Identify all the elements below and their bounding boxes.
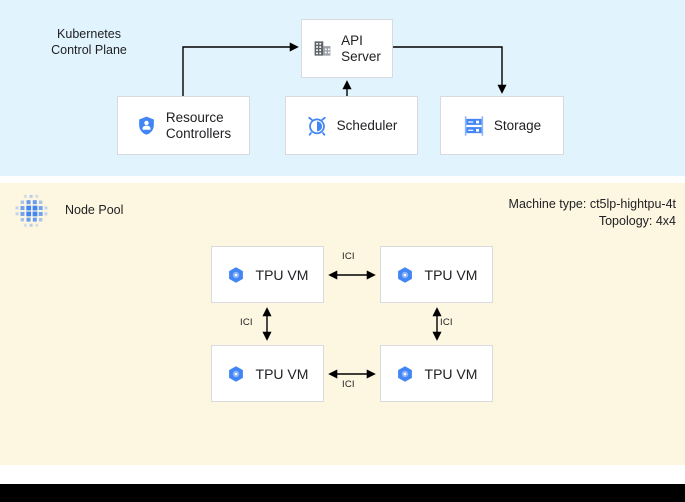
dot-matrix-icon [14,192,52,230]
machine-type-label: Machine type: ct5lp-hightpu-4t [508,197,676,211]
ici-label: ICI [342,379,355,390]
node-scheduler[interactable]: Scheduler [285,96,418,155]
node-api-server[interactable]: API Server [301,19,393,78]
tpu-vm-box[interactable]: TPU VM [211,345,324,402]
tpu-vm-box[interactable]: TPU VM [211,246,324,303]
server-storage-icon [463,115,485,137]
node-api-server-label: API Server [341,32,381,64]
node-pool-title: Node Pool [65,203,124,217]
control-plane-title: Kubernetes Control Plane [51,27,127,57]
ici-label: ICI [440,317,453,328]
tpu-vm-label: TPU VM [424,266,478,283]
topology-label: Topology: 4x4 [598,214,676,228]
node-scheduler-label: Scheduler [336,117,398,133]
node-storage-label: Storage [493,117,542,133]
tpu-hexagon-icon [396,365,414,383]
shield-person-icon [136,115,157,136]
tpu-vm-label: TPU VM [255,266,309,283]
tpu-vm-box[interactable]: TPU VM [380,345,493,402]
building-icon [313,39,332,58]
tpu-hexagon-icon [227,266,245,284]
ici-label: ICI [342,251,355,262]
tpu-vm-label: TPU VM [255,365,309,382]
node-resource-controllers[interactable]: Resource Controllers [117,96,250,155]
node-pool-panel [0,183,685,465]
tpu-hexagon-icon [396,266,414,284]
tpu-vm-box[interactable]: TPU VM [380,246,493,303]
node-storage[interactable]: Storage [440,96,564,155]
tpu-vm-label: TPU VM [424,365,478,382]
ici-label: ICI [240,317,253,328]
bottom-bar [0,484,685,502]
tpu-hexagon-icon [227,365,245,383]
machine-metadata: Machine type: ct5lp-hightpu-4t Topology:… [509,196,676,230]
node-resource-controllers-label: Resource Controllers [165,109,232,141]
alarm-clock-icon [306,115,328,137]
